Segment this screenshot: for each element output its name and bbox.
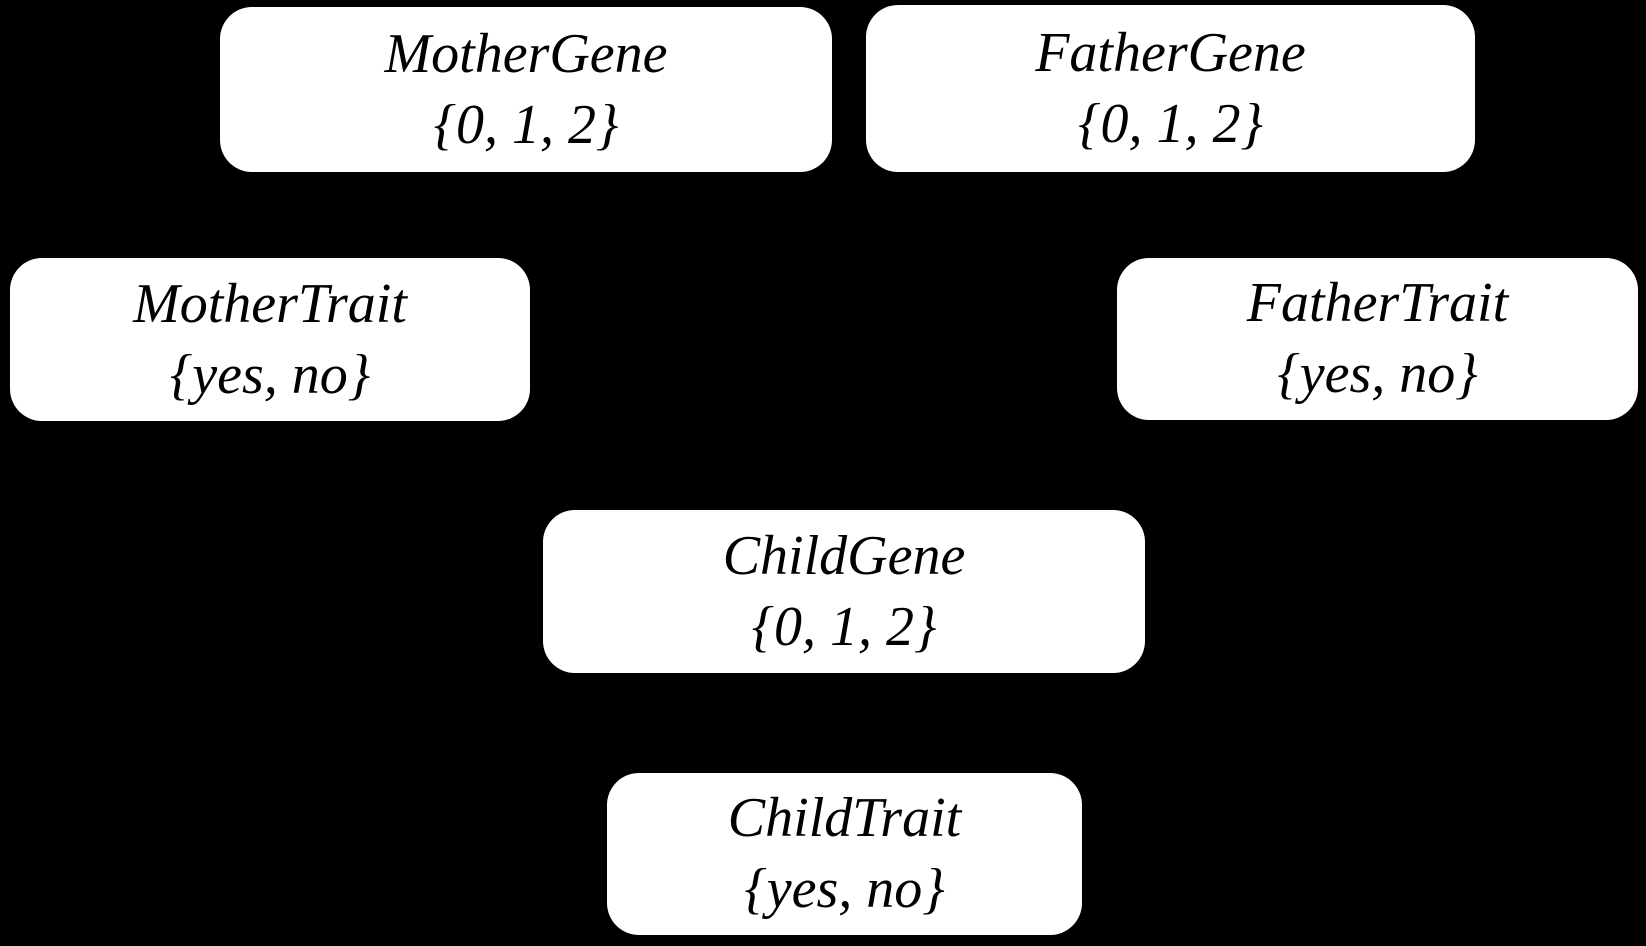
node-mother-gene-domain: {0, 1, 2} bbox=[433, 93, 619, 156]
node-child-trait-title: ChildTrait bbox=[727, 787, 962, 849]
node-mother-gene-title: MotherGene bbox=[384, 22, 668, 85]
node-child-gene-domain: {0, 1, 2} bbox=[751, 595, 937, 658]
node-child-trait-domain: {yes, no} bbox=[744, 858, 945, 920]
node-child-gene: ChildGene {0, 1, 2} bbox=[543, 510, 1145, 673]
node-mother-gene: MotherGene {0, 1, 2} bbox=[220, 7, 832, 172]
node-father-trait-domain: {yes, no} bbox=[1277, 343, 1478, 405]
node-mother-trait: MotherTrait {yes, no} bbox=[10, 258, 530, 421]
node-child-trait: ChildTrait {yes, no} bbox=[607, 773, 1082, 935]
node-father-gene-domain: {0, 1, 2} bbox=[1078, 92, 1263, 155]
node-father-gene: FatherGene {0, 1, 2} bbox=[866, 5, 1475, 172]
node-child-gene-title: ChildGene bbox=[722, 524, 966, 587]
node-father-trait-title: FatherTrait bbox=[1246, 272, 1509, 334]
node-mother-trait-domain: {yes, no} bbox=[169, 343, 371, 406]
node-father-gene-title: FatherGene bbox=[1035, 21, 1306, 84]
node-mother-trait-title: MotherTrait bbox=[133, 272, 407, 335]
node-father-trait: FatherTrait {yes, no} bbox=[1117, 258, 1638, 420]
